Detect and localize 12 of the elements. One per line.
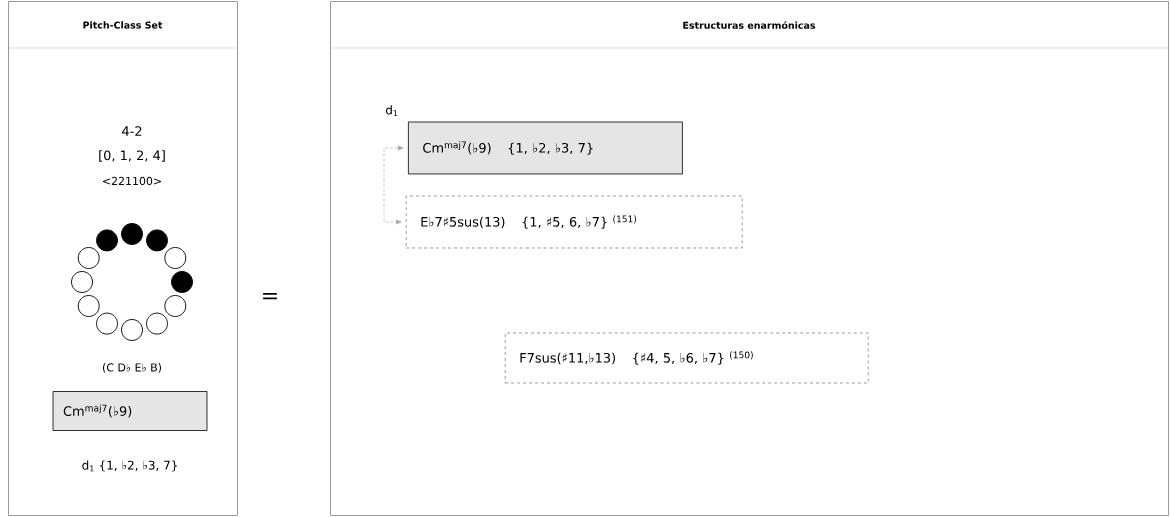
interval-vector: <221100> — [103, 176, 161, 186]
equals-sign: = — [263, 293, 277, 300]
chord-box: F7sus(♯11,♭13) {♯4, 5, ♭6, ♭7} $^{(150)}$ — [505, 332, 869, 384]
chord-box: Cm$^{maj7}$(♭9) — [52, 391, 208, 431]
chord-box: Cm$^{maj7}$(♭9) {1, ♭2, ♭3, 7} — [408, 121, 683, 175]
chord-degrees: d$_{1}$ {1, ♭2, ♭3, 7} — [82, 460, 177, 472]
bracket-arrow — [383, 145, 404, 225]
node-caption: d$_{1}$ — [386, 105, 398, 117]
pitch-names: (C D♭ E♭ B) — [103, 363, 161, 373]
set-name: 4-2 — [122, 126, 142, 136]
prime-form: [0, 1, 2, 4] — [99, 150, 165, 162]
chord-box: E♭7♯5sus(13) {1, ♯5, 6, ♭7} $^{(151)}$ — [406, 195, 743, 249]
